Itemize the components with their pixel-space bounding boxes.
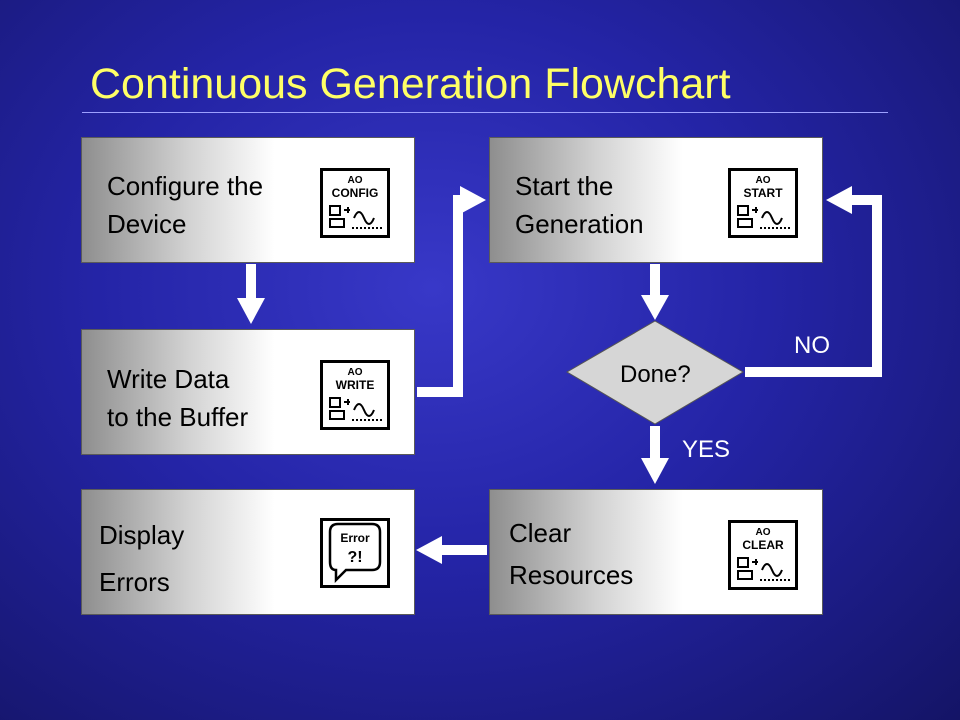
error-icon: Error ?! bbox=[320, 518, 390, 588]
ao-start-icon-top: AO bbox=[756, 175, 771, 186]
ao-config-icon: AO CONFIG bbox=[320, 168, 390, 238]
ao-write-icon-bottom: WRITE bbox=[336, 378, 375, 392]
node-configure-label: Configure the Device bbox=[107, 171, 264, 239]
node-configure-device: Configure the Device AO CONFIG bbox=[81, 137, 415, 263]
node-display-label: Display Errors bbox=[99, 520, 185, 597]
edge-label-no: NO bbox=[794, 332, 830, 359]
error-icon-text: Error bbox=[340, 531, 370, 545]
decision-label: Done? bbox=[620, 361, 691, 388]
arrow-yes-to-clear bbox=[641, 426, 669, 484]
arrow-clear-to-display bbox=[416, 536, 487, 564]
edge-label-yes: YES bbox=[682, 436, 731, 463]
ao-config-icon-top: AO bbox=[348, 175, 363, 186]
ao-clear-icon-top: AO bbox=[756, 527, 771, 538]
ao-clear-icon: AO CLEAR bbox=[728, 520, 798, 590]
arrow-configure-to-write bbox=[237, 264, 265, 324]
node-clear-label: Clear Resources bbox=[509, 518, 634, 590]
page-title: Continuous Generation Flowchart bbox=[90, 60, 731, 108]
error-icon-symbols: ?! bbox=[347, 549, 362, 566]
node-write-data: Write Data to the Buffer AO WRITE bbox=[81, 329, 415, 455]
ao-start-icon: AO START bbox=[728, 168, 798, 238]
ao-start-icon-bottom: START bbox=[743, 186, 783, 200]
node-display-errors: Display Errors Error ?! bbox=[81, 489, 415, 615]
node-clear-resources: Clear Resources AO CLEAR bbox=[489, 489, 823, 615]
arrow-no-loop bbox=[745, 186, 882, 377]
arrow-write-to-start bbox=[417, 186, 486, 397]
ao-clear-icon-bottom: CLEAR bbox=[742, 538, 784, 552]
node-start-label: Start the Generation bbox=[515, 171, 644, 239]
node-write-label: Write Data to the Buffer bbox=[107, 364, 249, 432]
title-divider bbox=[82, 112, 888, 113]
arrow-start-to-decision bbox=[641, 264, 669, 320]
node-start-generation: Start the Generation AO START bbox=[489, 137, 823, 263]
ao-write-icon-top: AO bbox=[348, 367, 363, 378]
ao-config-icon-bottom: CONFIG bbox=[332, 186, 379, 200]
ao-write-icon: AO WRITE bbox=[320, 360, 390, 430]
decision-diamond bbox=[566, 320, 744, 425]
